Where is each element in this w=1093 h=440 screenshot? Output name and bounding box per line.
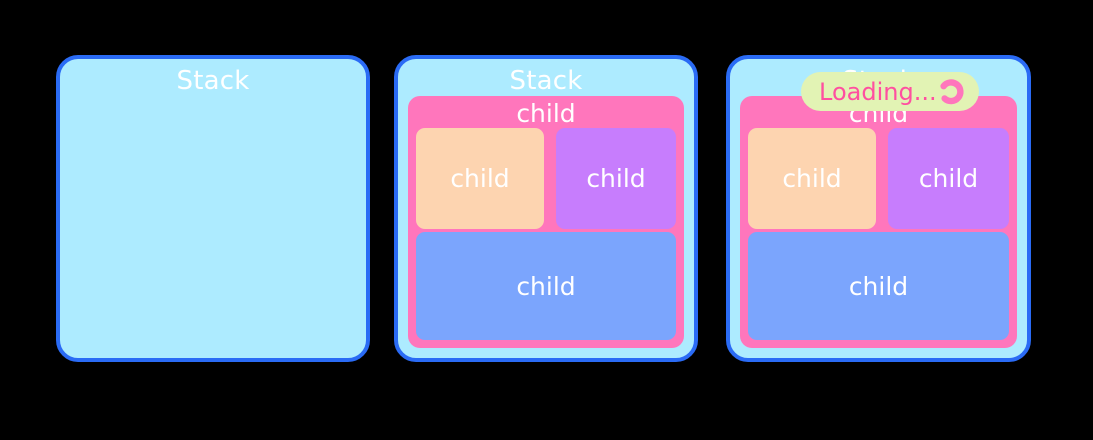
child-box-blue[interactable]: child [416, 232, 676, 340]
panel-title: Stack [509, 66, 583, 96]
child-box-purple[interactable]: child [556, 128, 676, 229]
stack-panel-empty[interactable]: Stack [56, 55, 370, 362]
panel-title: Stack [176, 66, 250, 96]
spinner-arc-icon [937, 78, 965, 106]
child-container-pink[interactable]: child child child child [408, 96, 684, 348]
child-box-purple[interactable]: child [888, 128, 1009, 229]
child-box-blue[interactable]: child [748, 232, 1009, 340]
stack-panel-loading[interactable]: Stack child child child child Loading... [726, 55, 1031, 362]
child-container-label: child [516, 99, 576, 128]
child-container-pink[interactable]: child child child child [740, 96, 1017, 348]
stack-panel-with-children[interactable]: Stack child child child child [394, 55, 698, 362]
loading-label: Loading... [819, 77, 937, 106]
loading-badge[interactable]: Loading... [801, 72, 979, 111]
child-row: child child [416, 128, 676, 229]
child-row: child child [748, 128, 1009, 229]
child-box-orange[interactable]: child [416, 128, 544, 229]
child-box-orange[interactable]: child [748, 128, 876, 229]
